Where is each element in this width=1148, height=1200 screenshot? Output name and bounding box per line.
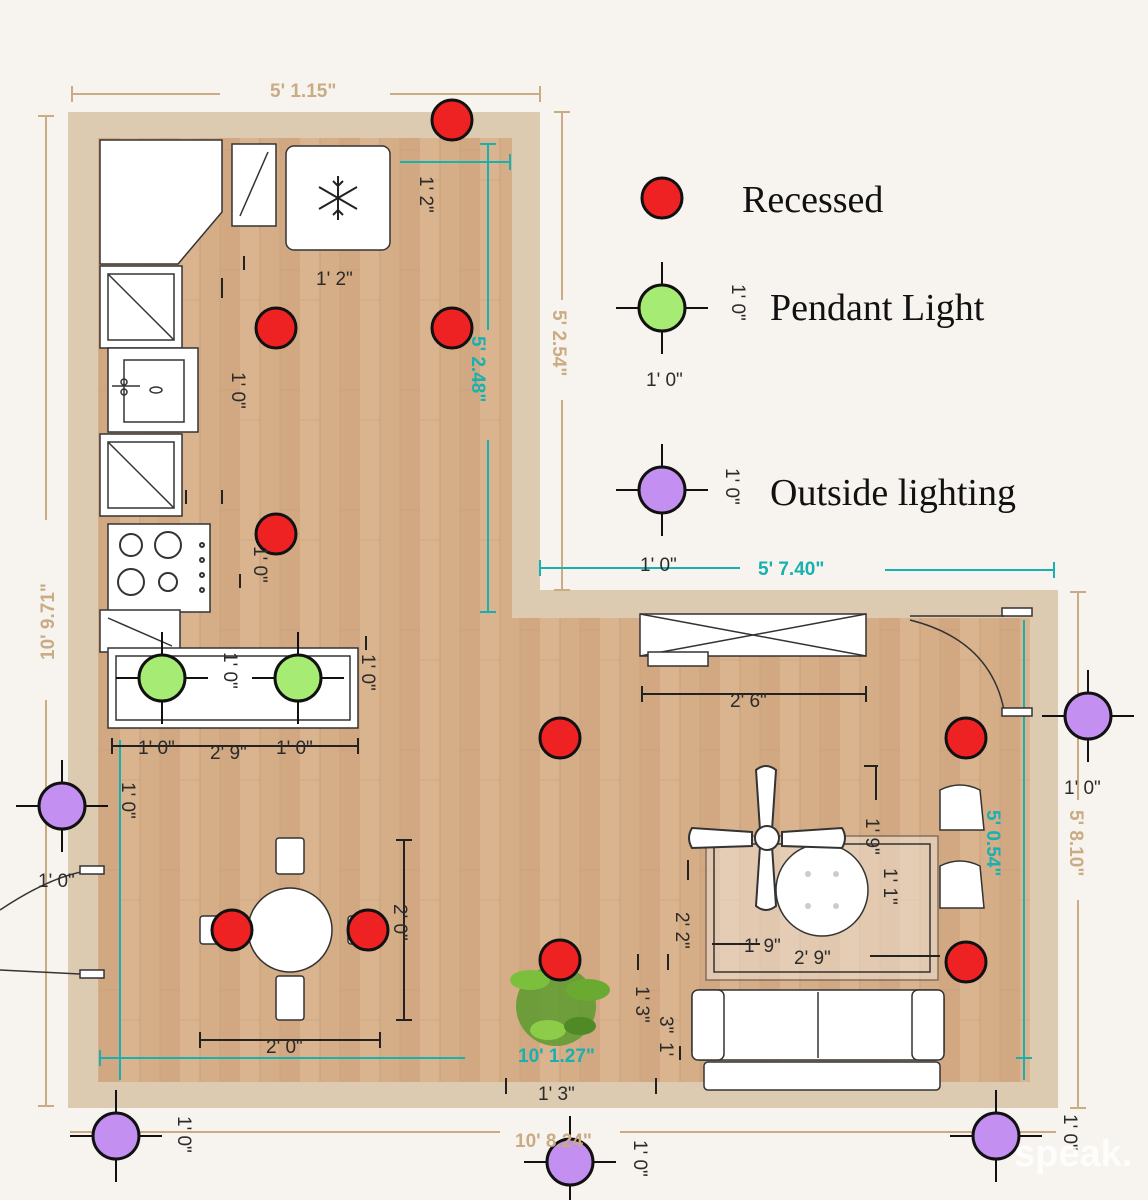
recessed-light-10 <box>944 940 988 984</box>
dim-fan-1-9b: 1' 9" <box>744 936 781 957</box>
legend-outside-icon <box>616 444 708 536</box>
dim-island-a: 1' 0" <box>138 738 175 759</box>
recessed-light-1 <box>430 98 474 142</box>
dim-table-w: 2' 0" <box>266 1037 303 1058</box>
pendant-light-2 <box>252 632 344 724</box>
dim-fridge-h: 1' 2" <box>415 176 436 213</box>
dim-fan-1-9-vert: 1' 9" <box>861 818 882 855</box>
living-tick-marks <box>505 765 940 1094</box>
dim-island-end: 1' 0" <box>357 654 378 691</box>
dim-island-mid: 1' 0" <box>219 652 240 689</box>
dim-bm-1-0: 1' 0" <box>629 1140 650 1177</box>
ottoman <box>775 843 869 937</box>
dim-island-b: 2' 9" <box>210 743 247 764</box>
legend-outside-dim-v: 1' 0" <box>721 468 742 505</box>
dim-bottom-1-3: 1' 3" <box>538 1084 575 1105</box>
dim-right-door: 1' 0" <box>1064 778 1101 799</box>
dim-fan-2-9: 2' 9" <box>794 948 831 969</box>
outside-light-3 <box>70 1090 162 1182</box>
recessed-light-4 <box>254 512 298 556</box>
table-dimension <box>199 839 412 1048</box>
legend-pendant-label: Pendant Light <box>770 287 985 329</box>
watermark: speak. <box>1014 1133 1132 1175</box>
sofa <box>691 989 945 1091</box>
dim-island-c: 1' 0" <box>276 738 313 759</box>
recessed-light-8 <box>346 908 390 952</box>
dim-door: 1' 0" <box>38 871 75 892</box>
dim-table-h: 2' 0" <box>389 904 410 941</box>
dim-stove: 1' 0" <box>249 546 270 583</box>
legend: Recessed Pendant Light Outside lighting … <box>646 179 1016 514</box>
ceiling-fan-icon <box>688 765 846 911</box>
teal-dimension-lines <box>99 143 1055 1080</box>
dim-bottom-width: 10' 8.24" <box>515 1131 592 1152</box>
recessed-light-7 <box>210 908 254 952</box>
dim-sofa-1: 1' <box>655 1042 676 1056</box>
dim-right-width: 5' 7.40" <box>758 559 824 580</box>
dim-bl-1-0: 1' 0" <box>173 1116 194 1153</box>
legend-pendant-dim-v: 1' 0" <box>727 284 748 321</box>
dim-sink: 1' 0" <box>227 372 248 409</box>
dim-left-1: 1' 0" <box>117 782 138 819</box>
legend-pendant-dim-h: 1' 0" <box>646 370 683 391</box>
recessed-light-2 <box>254 306 298 350</box>
outside-light-4 <box>524 1116 616 1200</box>
tv-dimension <box>641 686 867 702</box>
legend-outside-label: Outside lighting <box>770 472 1016 514</box>
dim-left-height: 10' 9.71" <box>38 583 59 660</box>
dim-wall-1-0: 1' 0" <box>640 555 677 576</box>
dim-fridge-w: 1' 2" <box>316 269 353 290</box>
legend-recessed-icon <box>640 176 684 220</box>
lights-layer <box>16 98 1134 1200</box>
right-door <box>909 607 1033 717</box>
tv-console <box>639 613 867 667</box>
left-door <box>0 865 105 979</box>
island-dimension <box>111 738 359 754</box>
recessed-light-6 <box>944 716 988 760</box>
faucet-icon <box>112 378 163 396</box>
recessed-light-3 <box>430 306 474 350</box>
dim-sofa-3: 3" <box>655 1016 676 1033</box>
outside-light-2 <box>16 760 108 852</box>
dim-kitchen-teal: 5' 2.48" <box>467 336 488 402</box>
bar-stools <box>939 784 985 909</box>
dim-fan-1-1: 1' 1" <box>879 868 900 905</box>
recessed-light-5 <box>538 716 582 760</box>
dim-upper-right-height: 5' 2.54" <box>548 310 569 376</box>
dim-tv-w: 2' 6" <box>730 691 767 712</box>
pendant-light-1 <box>116 632 208 724</box>
dim-lower-right-height: 5' 8.10" <box>1065 810 1086 876</box>
tick-marks <box>185 256 367 650</box>
snowflake-icon <box>318 176 358 220</box>
dim-sofa-1-3: 1' 3" <box>631 986 652 1023</box>
outside-light-1 <box>1042 670 1134 762</box>
recessed-light-9 <box>538 938 582 982</box>
dim-br-1-0: 1' 0" <box>1059 1114 1080 1151</box>
dim-bottom-teal: 10' 1.27" <box>518 1046 595 1067</box>
outside-light-5 <box>950 1090 1042 1182</box>
legend-recessed-label: Recessed <box>742 179 883 221</box>
dim-fan-2-2: 2' 2" <box>671 912 692 949</box>
plant-icon <box>510 966 610 1046</box>
legend-pendant-icon <box>616 262 708 354</box>
dim-top-width: 5' 1.15" <box>270 81 336 102</box>
stove-burners <box>117 531 205 596</box>
dim-lower-teal: 5' 0.54" <box>982 810 1003 876</box>
